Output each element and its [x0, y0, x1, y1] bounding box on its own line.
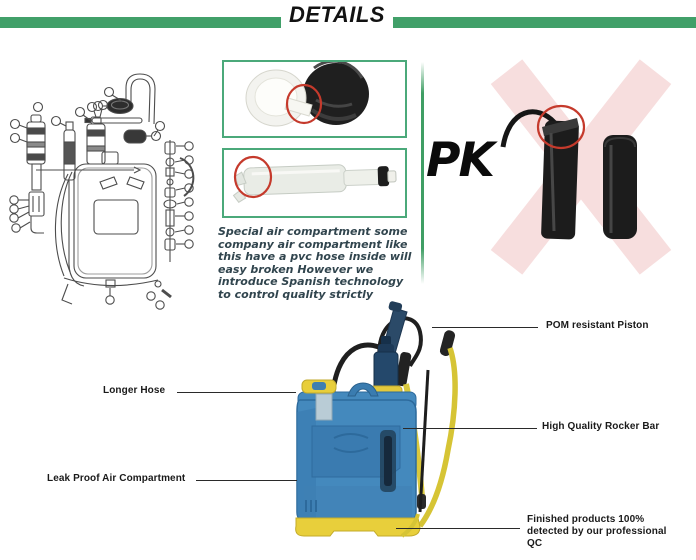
tube-with-hose	[500, 104, 586, 240]
note-text: Special air compartment some company air…	[218, 225, 412, 301]
carry-handle	[347, 382, 379, 397]
air-compartment-image	[232, 155, 397, 203]
photo-box-cap-detail	[222, 59, 407, 138]
lance-grip	[395, 352, 412, 387]
return-hose	[418, 369, 430, 513]
callout-line-leak-proof	[196, 480, 297, 481]
page-title: DETAILS	[289, 1, 385, 27]
callout-air-compartment: Leak Proof Air Compartment	[47, 473, 186, 484]
exploded-parts-diagram	[9, 73, 195, 310]
photo-box-air-compartment	[222, 148, 407, 218]
callout-rocker-bar: High Quality Rocker Bar	[542, 421, 660, 432]
callout-line-rocker	[403, 428, 537, 429]
callout-line-pom	[432, 327, 538, 328]
base	[295, 517, 421, 537]
section-divider	[421, 62, 424, 284]
cap-detail-image	[245, 59, 369, 127]
level-window	[315, 393, 333, 421]
red-annotation-circle	[285, 83, 323, 125]
details-header: DETAILS	[281, 0, 393, 29]
rocker-bar	[417, 347, 458, 528]
callout-pom-piston: POM resistant Piston	[546, 320, 649, 331]
sprayer-product-image	[295, 301, 458, 538]
pk-label: PK	[426, 133, 495, 188]
thin-hose	[500, 109, 557, 148]
tube-comparison-image	[500, 104, 637, 240]
callout-longer-hose: Longer Hose	[103, 385, 166, 396]
callout-line-qc	[396, 528, 520, 529]
plain-tube	[603, 135, 637, 239]
red-annotation-circle	[536, 104, 586, 150]
callout-qc: Finished products 100% detected by our p…	[527, 514, 667, 549]
red-annotation-circle	[233, 155, 273, 199]
white-cylinder	[243, 164, 347, 196]
callout-line-longer-hose	[177, 392, 296, 393]
spray-hose	[377, 316, 423, 367]
